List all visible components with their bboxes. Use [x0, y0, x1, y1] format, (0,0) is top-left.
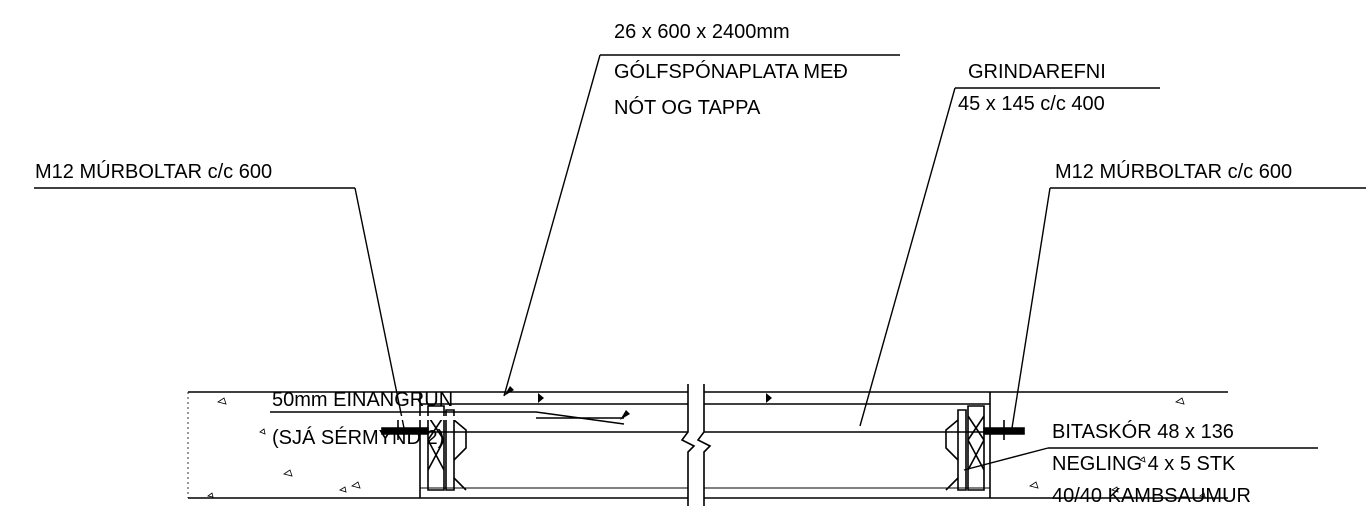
hanger-label: BITASKÓR 48 x 136 — [1052, 421, 1234, 443]
left-bolt — [382, 420, 428, 440]
right-bolt — [984, 420, 1024, 440]
floor-structure — [420, 384, 990, 506]
concrete-hatch — [208, 398, 1205, 497]
nailing-label: NEGLING 4 x 5 STK — [1052, 453, 1236, 475]
nails-label: 40/40 KAMBSAUMUR — [1052, 485, 1251, 507]
panel-joint-label: NÓT OG TAPPA — [614, 97, 761, 119]
bolts-left-label: M12 MÚRBOLTAR c/c 600 — [35, 161, 273, 183]
left-concrete-wall — [188, 392, 420, 498]
left-end-post — [428, 406, 466, 490]
frame-size-label: 45 x 145 c/c 400 — [958, 93, 1105, 115]
panel-size-label: 26 x 600 x 2400mm — [614, 21, 790, 43]
frame-name-label: GRINDAREFNI — [968, 61, 1106, 83]
bolts-right-label: M12 MÚRBOLTAR c/c 600 — [1055, 161, 1293, 183]
insulation-label: 50mm EINANGRUN — [272, 389, 454, 411]
leader-arrowheads — [504, 386, 772, 420]
right-end-post — [946, 406, 984, 490]
insulation-ref-label: (SJÁ SÉRMYND 2) — [272, 427, 445, 449]
right-concrete-wall — [990, 392, 1228, 498]
panel-name-label: GÓLFSPÓNAPLATA MEÐ — [614, 61, 848, 83]
